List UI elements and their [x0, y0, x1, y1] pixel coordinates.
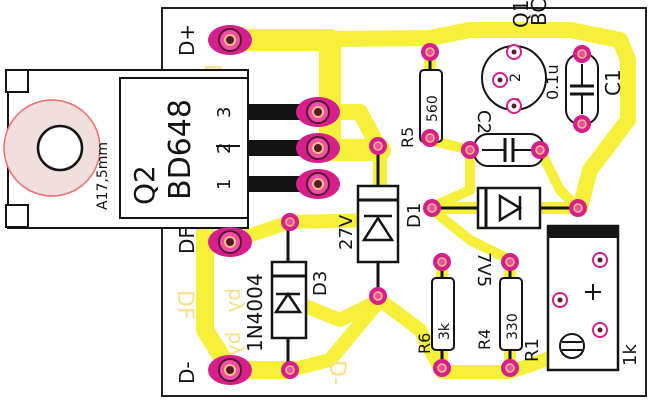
connector-labels: D+ DF D- — [175, 24, 199, 384]
d1-zener: 27V D1 — [336, 146, 425, 296]
pad-q1-2 — [492, 72, 508, 88]
r6-label: R6 — [415, 333, 434, 354]
q2-pin2-label: 2 — [214, 143, 235, 154]
ghost-df-label: DF — [172, 290, 197, 320]
rectifier-diode-icon — [273, 291, 303, 314]
pad-q2-1 — [296, 169, 340, 199]
pad-r1-1 — [592, 252, 608, 268]
pad-c1-2 — [573, 115, 591, 133]
df-label: DF — [175, 227, 199, 254]
pad-d1-k — [369, 287, 387, 305]
pad-q1-3 — [506, 98, 522, 114]
pad-r1-2 — [552, 292, 568, 308]
pad-r6-2 — [433, 359, 451, 377]
pad-7v5-a — [423, 199, 441, 217]
pad-d1-a — [369, 137, 387, 155]
r4-val-label: 330 — [505, 313, 521, 340]
q1-label: Q1 — [509, 0, 533, 28]
pads — [208, 25, 608, 385]
pad-r6-1 — [433, 253, 451, 271]
pad-d3-k — [281, 361, 299, 379]
heatsink-label: A17,5mm — [95, 142, 111, 210]
z75-label: 7V5 — [473, 252, 494, 287]
q1-type-label: BC — [527, 0, 551, 26]
r4-label: R4 — [475, 329, 494, 350]
q2-pin3-label: 3 — [214, 107, 235, 118]
zener-diode-icon-2 — [498, 193, 523, 223]
r1-label: R1 — [522, 338, 543, 362]
z75-zener: 7V5 — [432, 186, 578, 287]
pad-d-minus — [208, 355, 252, 385]
z27-label: 27V — [336, 214, 357, 250]
pad-c1-1 — [573, 45, 591, 63]
pad-d3-a — [281, 213, 299, 231]
heatsink-hole-icon — [36, 124, 84, 172]
d3-label: D3 — [310, 271, 331, 296]
q2-part-label: BD648 — [163, 99, 198, 200]
pad-r5-2 — [421, 129, 439, 147]
pad-r5-1 — [421, 43, 439, 61]
c1-capacitor: C1 — [565, 53, 625, 125]
d3-diode: 1N4004 D3 — [243, 228, 331, 366]
pad-q1-1 — [506, 44, 522, 60]
q2-pin1-label: 1 — [214, 179, 235, 190]
r5-resistor: 560 R5 — [398, 50, 443, 148]
r5-label: R5 — [398, 127, 417, 148]
pad-q2-3 — [296, 97, 340, 127]
pad-df — [208, 227, 252, 257]
d3-part-label: 1N4004 — [243, 273, 267, 352]
q2-transistor: A17,5mm Q2 BD648 1 2 3 — [3, 69, 310, 229]
ghost-d-minus-label: D- — [324, 360, 349, 385]
c1-label: C1 — [601, 69, 625, 96]
q2-label: Q2 — [128, 165, 161, 205]
cap-val-label: 0.1u — [543, 64, 562, 100]
d-plus-label: D+ — [175, 24, 199, 56]
r4-resistor: 330 R4 — [475, 262, 523, 368]
q1-pin2-label: 2 — [508, 73, 524, 82]
pad-c2-2 — [531, 141, 549, 159]
c2-label: C2 — [473, 110, 494, 134]
pad-7v5-k — [569, 199, 587, 217]
pad-q2-2 — [296, 133, 340, 163]
r1-val-label: 1k — [620, 344, 641, 366]
r5-val-label: 560 — [425, 95, 441, 122]
ghost-by-label: by by — [221, 288, 245, 356]
pad-r1-3 — [592, 322, 608, 338]
pad-r4-1 — [501, 253, 519, 271]
zener-diode-icon — [361, 215, 395, 242]
r6-val-label: 3k — [437, 322, 453, 340]
pad-d-plus — [208, 25, 252, 55]
pad-r4-2 — [501, 359, 519, 377]
d-minus-label: D- — [175, 361, 199, 384]
pad-c2-1 — [461, 141, 479, 159]
trimmer-potentiometer-icon — [559, 333, 585, 359]
d1-label: D1 — [404, 203, 425, 228]
